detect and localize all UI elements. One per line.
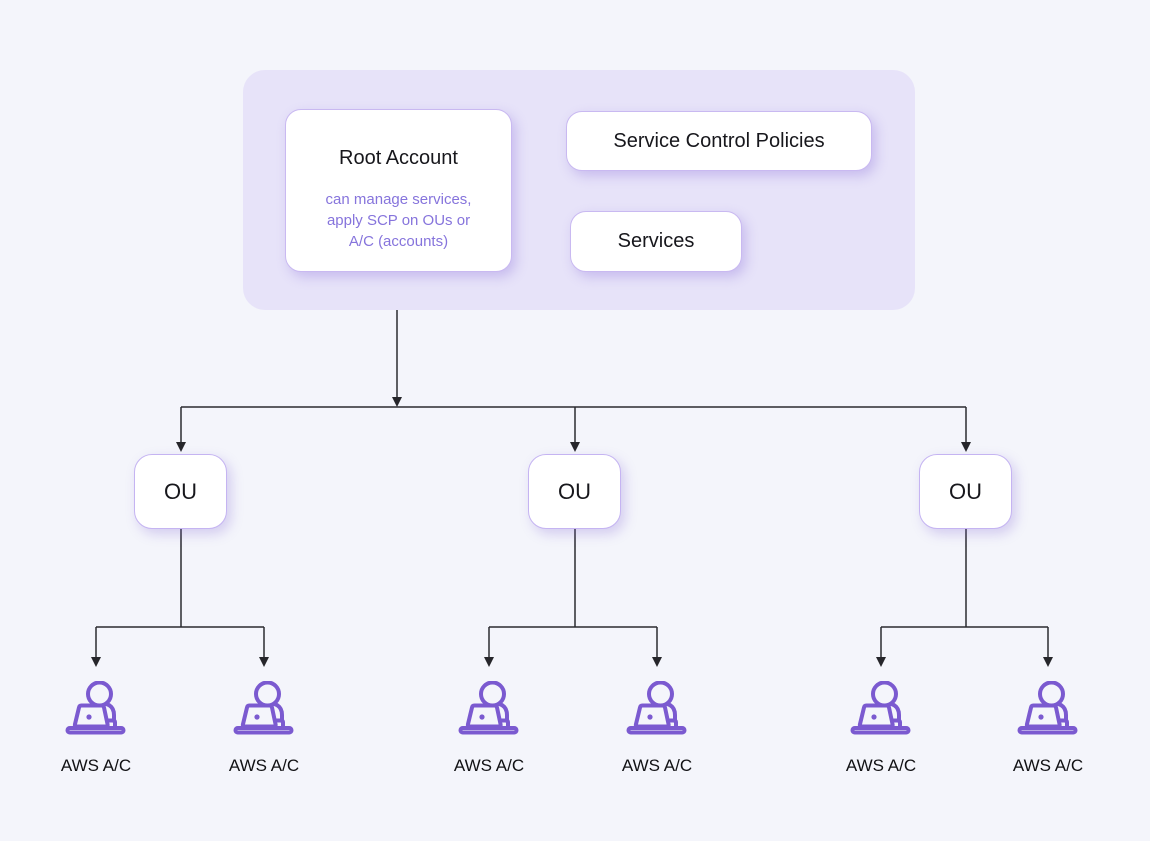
aws-account-label: AWS A/C (60, 756, 132, 775)
ou-label: OU (164, 478, 197, 504)
root-account-description-line: can manage services, (325, 191, 472, 208)
aws-account-label: AWS A/C (228, 756, 300, 775)
person-at-laptop-icon (1015, 681, 1081, 741)
root-account-description: can manage services, apply SCP on OUs or… (326, 189, 472, 252)
person-at-laptop-icon (231, 681, 297, 741)
ou-node-2: OU (528, 454, 621, 529)
services-node: Services (570, 211, 742, 272)
service-control-policies-node: Service Control Policies (566, 111, 872, 171)
aws-account-label: AWS A/C (621, 756, 693, 775)
aws-account-node: AWS A/C (597, 681, 717, 776)
ou-label: OU (558, 478, 591, 504)
person-at-laptop-icon (624, 681, 690, 741)
services-node-label: Services (617, 230, 695, 252)
aws-account-label: AWS A/C (453, 756, 525, 775)
person-at-laptop-icon (63, 681, 129, 741)
scp-node-label: Service Control Policies (613, 129, 825, 152)
aws-account-node: AWS A/C (204, 681, 324, 776)
aws-account-node: AWS A/C (988, 681, 1108, 776)
root-account-description-line: A/C (accounts) (348, 233, 449, 250)
person-at-laptop-icon (456, 681, 522, 741)
root-account-title: Root Account (339, 147, 458, 169)
aws-account-node: AWS A/C (429, 681, 549, 776)
aws-account-label: AWS A/C (1012, 756, 1084, 775)
person-at-laptop-icon (848, 681, 914, 741)
ou-node-1: OU (134, 454, 227, 529)
ou-label: OU (949, 478, 982, 504)
aws-account-node: AWS A/C (36, 681, 156, 776)
aws-account-label: AWS A/C (845, 756, 917, 775)
management-account-panel: Root Account can manage services, apply … (243, 70, 915, 310)
aws-account-node: AWS A/C (821, 681, 941, 776)
root-account-node: Root Account can manage services, apply … (285, 109, 512, 272)
root-account-description-line: apply SCP on OUs or (326, 212, 471, 229)
ou-node-3: OU (919, 454, 1012, 529)
